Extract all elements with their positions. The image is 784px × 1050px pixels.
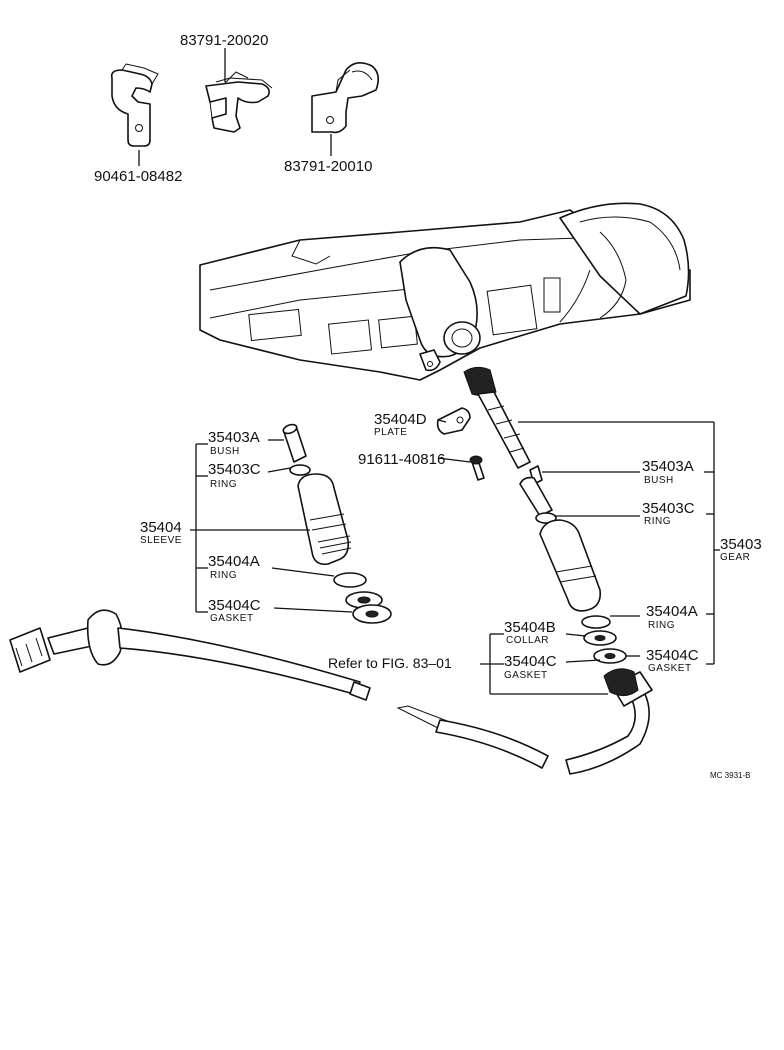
label-90461-08482: 90461-08482 [94, 168, 182, 185]
reference-note: Refer to FIG. 83–01 [328, 655, 452, 671]
label-right-ring-a: 35404A [646, 603, 698, 620]
label-sleeve: 35404 [140, 519, 182, 536]
label-gear-name: GEAR [720, 552, 750, 563]
label-plate: 35404D [374, 411, 427, 428]
label-left-ring-a: 35404A [208, 553, 260, 570]
label-left-gasket-name: GASKET [210, 613, 254, 624]
label-gear: 35403 [720, 536, 762, 553]
label-83791-20020: 83791-20020 [180, 32, 268, 49]
label-right-gasket-right: 35404C [646, 647, 699, 664]
label-left-ring-c: 35403C [208, 461, 261, 478]
transmission-housing [199, 202, 691, 381]
right-gear-parts [436, 366, 627, 664]
label-sleeve-name: SLEEVE [140, 535, 182, 546]
label-right-ring-c-name: RING [644, 516, 671, 527]
left-sleeve-parts [282, 423, 392, 624]
part-labels: 83791-20020 90461-08482 83791-20010 3540… [94, 32, 762, 780]
label-right-gasket-left-name: GASKET [504, 670, 548, 681]
label-bolt: 91611-40816 [358, 451, 445, 468]
label-right-gasket-right-name: GASKET [648, 663, 692, 674]
clip-83791-20010 [311, 62, 380, 134]
label-right-bush: 35403A [642, 458, 694, 475]
label-left-bush-name: BUSH [210, 446, 240, 457]
label-83791-20010: 83791-20010 [284, 158, 372, 175]
clip-90461-08482 [110, 63, 159, 147]
label-collar: 35404B [504, 619, 556, 636]
label-plate-name: PLATE [374, 427, 407, 438]
clip-83791-20020 [205, 71, 273, 133]
label-right-gasket-left: 35404C [504, 653, 557, 670]
label-left-gasket: 35404C [208, 597, 261, 614]
label-right-ring-c: 35403C [642, 500, 695, 517]
figure-code: MC 3931-B [710, 771, 750, 780]
speedometer-cable [9, 609, 653, 775]
label-left-bush: 35403A [208, 429, 260, 446]
label-right-bush-name: BUSH [644, 475, 674, 486]
label-collar-name: COLLAR [506, 635, 549, 646]
label-right-ring-a-name: RING [648, 620, 675, 631]
leader-lines [138, 48, 720, 695]
label-left-ring-c-name: RING [210, 479, 237, 490]
label-left-ring-a-name: RING [210, 570, 237, 581]
